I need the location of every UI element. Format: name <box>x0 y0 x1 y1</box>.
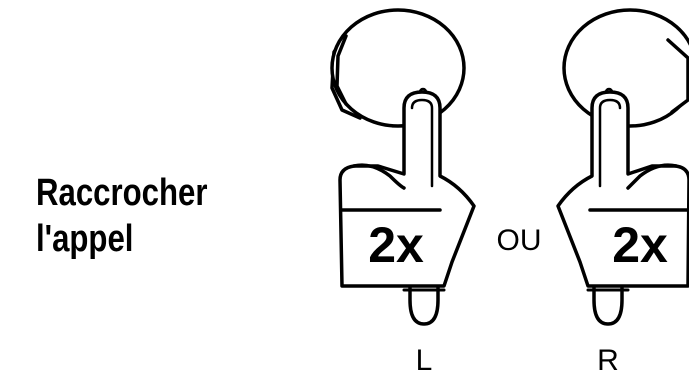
tap-count-left: 2x <box>368 217 424 273</box>
side-label-left: L <box>416 344 433 376</box>
tap-count-right: 2x <box>612 217 668 273</box>
side-label-right: R <box>597 344 619 376</box>
separator-label: OU <box>497 224 542 257</box>
